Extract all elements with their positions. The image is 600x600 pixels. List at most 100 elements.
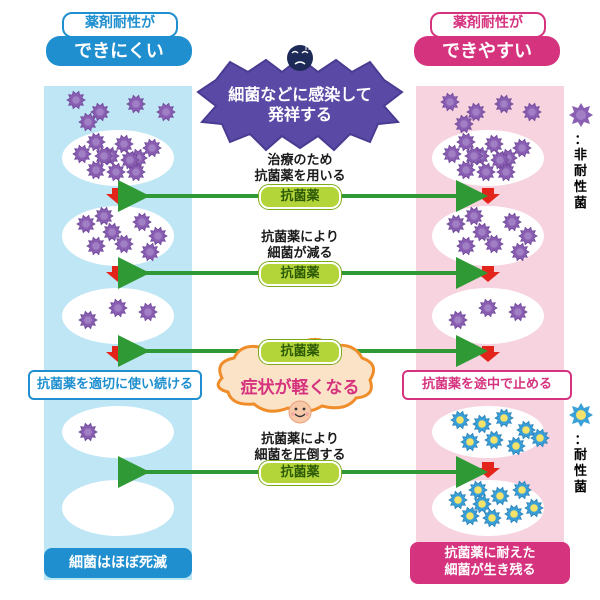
left-ellipse-5 <box>62 480 174 536</box>
bacterium-right-e1-5 <box>512 138 532 158</box>
left-header-top-text: 薬剤耐性が <box>85 15 155 31</box>
bacterium-left-e4-0 <box>78 422 98 442</box>
right-status-box: 抗菌薬を途中で止める <box>402 370 572 400</box>
non-resistant-bacterium-icon <box>569 103 593 127</box>
bacteria-layer <box>66 90 550 528</box>
resistant-bacterium-right-e5-7 <box>524 498 544 518</box>
right-down-arrow-1 <box>476 188 500 204</box>
bacterium-right-e1-10 <box>490 150 510 170</box>
center-banner-shape <box>196 56 404 152</box>
bacterium-right-e2-5 <box>484 234 504 254</box>
bacterium-right-e1-9 <box>464 146 484 166</box>
step1-text-line1: 治療のため <box>267 153 333 168</box>
bacterium-right-top-4 <box>454 114 474 134</box>
left-header-main <box>46 36 192 66</box>
center-cloud-text: 症状が軽くなる <box>240 378 360 398</box>
bacterium-left-e1-9 <box>94 146 114 166</box>
right-ellipse-3 <box>432 288 544 344</box>
step2-text-line2: 細菌が減る <box>267 246 333 261</box>
legend-non-resistant: ： 非耐性菌 <box>566 100 596 212</box>
resistant-bacterium-right-e4-2 <box>494 408 514 428</box>
legend-non-resistant-text: 非耐性菌 <box>574 148 588 211</box>
smiling-face-icon <box>288 400 312 424</box>
right-down-arrow-2 <box>476 266 500 282</box>
legend-resistant: ： 耐性菌 <box>566 400 596 496</box>
bacterium-left-e2-0 <box>76 214 96 234</box>
left-down-arrow-3 <box>106 346 130 362</box>
resistant-bacterium-right-e5-4 <box>460 506 480 526</box>
left-header: 薬剤耐性が できにくい <box>42 10 196 66</box>
bacterium-right-e1-0 <box>442 144 462 164</box>
left-down-arrow-1 <box>106 188 130 204</box>
resistant-bacterium-icon <box>569 403 593 427</box>
left-status-box: 抗菌薬を適切に使い続ける <box>28 370 202 400</box>
antibiotic-pill-1: 抗菌薬 <box>259 185 341 209</box>
legend-resistant-text: 耐性菌 <box>574 448 588 495</box>
bacterium-left-e2-4 <box>86 236 106 256</box>
bacterium-right-e2-3 <box>518 226 538 246</box>
bacterium-right-e3-0 <box>448 310 468 330</box>
bacterium-left-e2-3 <box>148 226 168 246</box>
right-result-line2: 細菌が生き残る <box>444 563 536 578</box>
bacterium-left-e2-6 <box>102 222 122 242</box>
bacterium-left-e2-1 <box>94 206 114 226</box>
left-result-label: 細菌はほぼ死滅 <box>44 548 192 578</box>
bacterium-left-e2-5 <box>114 234 134 254</box>
bacterium-left-e2-2 <box>132 212 152 232</box>
right-result-label <box>410 542 570 584</box>
bacterium-right-e3-1 <box>478 298 498 318</box>
bacterium-left-e1-1 <box>86 132 106 152</box>
left-ellipse-3 <box>62 288 174 344</box>
bacterium-left-e2-7 <box>140 242 160 262</box>
bacterium-left-e1-6 <box>86 160 106 180</box>
step4-text-line2: 細菌を圧倒する <box>254 448 346 463</box>
sick-face-icon <box>287 44 313 71</box>
bacterium-left-top-4 <box>78 112 98 132</box>
center-banner-line2: 発祥する <box>267 105 332 124</box>
bacterium-right-e2-2 <box>502 212 522 232</box>
bacterium-right-e2-1 <box>464 206 484 226</box>
antibiotic-pill-4: 抗菌薬 <box>259 461 341 485</box>
right-result-line1: 抗菌薬に耐えた <box>444 546 536 561</box>
left-down-arrow-2 <box>106 266 130 282</box>
right-header-top-text: 薬剤耐性が <box>453 15 523 31</box>
resistant-bacterium-right-e4-6 <box>506 436 526 456</box>
resistant-bacterium-right-e5-5 <box>482 508 502 528</box>
legend-non-resistant-colon: ： <box>574 133 588 148</box>
right-down-arrow-3 <box>476 346 500 362</box>
resistant-bacterium-right-e5-6 <box>504 504 524 524</box>
resistant-bacterium-right-e4-7 <box>530 428 550 448</box>
antibiotic-pill-2: 抗菌薬 <box>259 262 341 286</box>
bacterium-left-e3-2 <box>138 302 158 322</box>
bacterium-right-top-2 <box>494 94 514 114</box>
resistant-bacterium-right-e5-2 <box>490 486 510 506</box>
resistant-bacterium-right-e4-4 <box>460 432 480 452</box>
bacterium-left-e1-3 <box>114 134 134 154</box>
bacterium-left-e3-1 <box>108 298 128 318</box>
bacterium-left-e3-0 <box>78 310 98 330</box>
bacterium-right-top-0 <box>440 92 460 112</box>
resistant-bacterium-right-e4-5 <box>484 430 504 450</box>
bacterium-right-e1-6 <box>456 160 476 180</box>
bacterium-left-e1-10 <box>120 150 140 170</box>
bacterium-left-top-2 <box>126 94 146 114</box>
bacterium-right-top-3 <box>522 102 542 122</box>
bacterium-right-e2-6 <box>472 222 492 242</box>
bacterium-right-e2-7 <box>510 242 530 262</box>
right-header-main <box>414 36 560 66</box>
antibiotic-pill-3: 抗菌薬 <box>259 340 341 364</box>
resistant-bacterium-right-e5-0 <box>448 490 468 510</box>
resistant-bacterium-right-e4-1 <box>472 414 492 434</box>
resistant-bacterium-right-e4-0 <box>450 410 470 430</box>
resistant-bacterium-right-e4-3 <box>516 420 536 440</box>
step4-text-line1: 抗菌薬により <box>261 432 339 447</box>
bacterium-left-top-0 <box>66 90 86 110</box>
bacterium-left-e1-5 <box>142 138 162 158</box>
bacterium-right-e1-3 <box>484 134 504 154</box>
right-down-arrow-4 <box>476 462 500 478</box>
bacterium-right-e1-1 <box>456 132 476 152</box>
step2-text-line1: 抗菌薬により <box>261 230 339 245</box>
bacterium-right-e3-2 <box>508 302 528 322</box>
resistant-bacterium-right-e5-8 <box>472 494 492 514</box>
